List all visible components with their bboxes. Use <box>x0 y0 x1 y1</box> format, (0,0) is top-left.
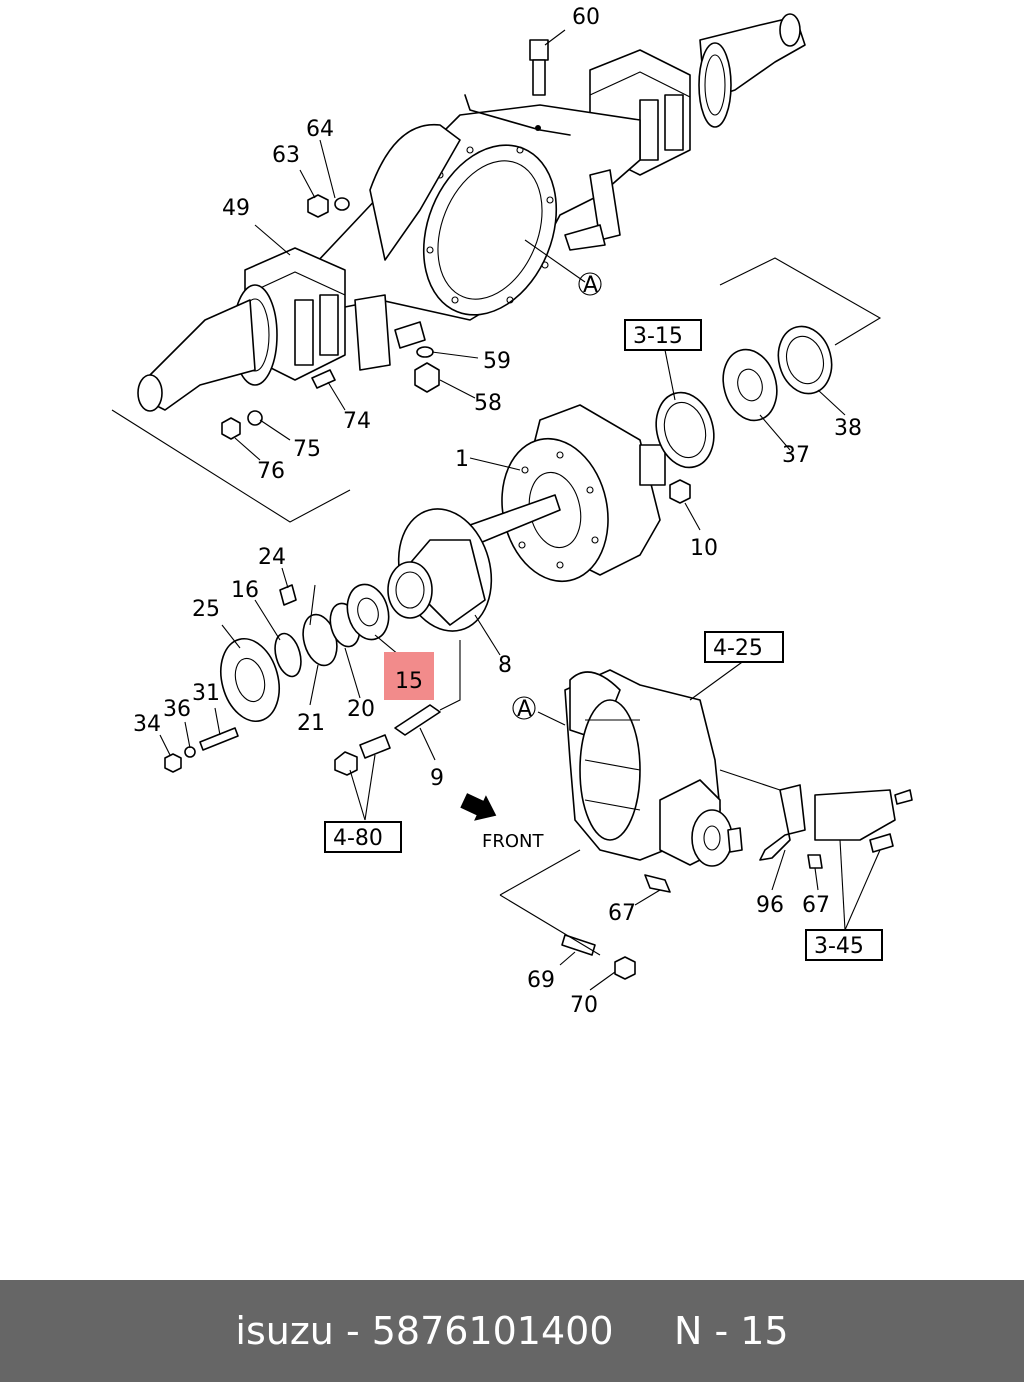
hub-small-parts <box>164 583 497 821</box>
callout-60: 60 <box>572 5 600 30</box>
callout-38: 38 <box>834 416 862 441</box>
callout-36: 36 <box>163 697 191 722</box>
callout-58: 58 <box>474 391 502 416</box>
reference-boxes: 3-15 4-25 4-80 3-45 <box>324 319 883 961</box>
callout-67-bracket: 67 <box>802 893 830 918</box>
callout-63: 63 <box>272 143 300 168</box>
exploded-parts-diagram: 60 64 63 49 A 59 58 74 75 76 1 10 37 38 … <box>111 5 913 1018</box>
ref-3-45: 3-45 <box>814 934 864 959</box>
callout-76: 76 <box>257 459 285 484</box>
footer-bar: isuzu - 5876101400 N - 15 <box>0 1280 1024 1382</box>
ref-4-80: 4-80 <box>333 826 383 851</box>
callout-74: 74 <box>343 409 371 434</box>
part-number: 5876101400 <box>371 1309 614 1353</box>
leader-lines <box>159 29 881 991</box>
hub-drum <box>387 325 833 632</box>
callout-75: 75 <box>293 437 321 462</box>
section-code: N - 15 <box>673 1309 789 1353</box>
callout-1: 1 <box>455 447 469 472</box>
separator: - <box>333 1309 372 1353</box>
brand-name: isuzu <box>235 1309 334 1353</box>
callout-labels: 60 64 63 49 A 59 58 74 75 76 1 10 37 38 … <box>133 5 862 1018</box>
callout-34: 34 <box>133 712 161 737</box>
front-label: FRONT <box>482 831 544 852</box>
callout-31: 31 <box>192 681 220 706</box>
callout-A-carrier: A <box>517 697 532 722</box>
callout-20: 20 <box>347 697 375 722</box>
callout-9: 9 <box>430 766 444 791</box>
axle-housing <box>111 13 882 523</box>
ref-4-25: 4-25 <box>713 636 763 661</box>
spacer <box>614 1309 674 1353</box>
callout-21: 21 <box>297 711 325 736</box>
callout-59: 59 <box>483 349 511 374</box>
callout-67-carrier: 67 <box>608 901 636 926</box>
callout-49: 49 <box>222 196 250 221</box>
callout-25: 25 <box>192 597 220 622</box>
callout-A-housing: A <box>583 273 598 298</box>
callout-96: 96 <box>756 893 784 918</box>
callout-8: 8 <box>498 653 512 678</box>
callout-15: 15 <box>395 669 423 694</box>
callout-70: 70 <box>570 993 598 1018</box>
differential-carrier <box>499 669 913 980</box>
callout-37: 37 <box>782 443 810 468</box>
callout-16: 16 <box>231 578 259 603</box>
highlight-part-15 <box>384 652 434 700</box>
callout-24: 24 <box>258 545 286 570</box>
callout-10: 10 <box>690 536 718 561</box>
callout-64: 64 <box>306 117 334 142</box>
callout-69: 69 <box>527 968 555 993</box>
ref-3-15: 3-15 <box>633 324 683 349</box>
